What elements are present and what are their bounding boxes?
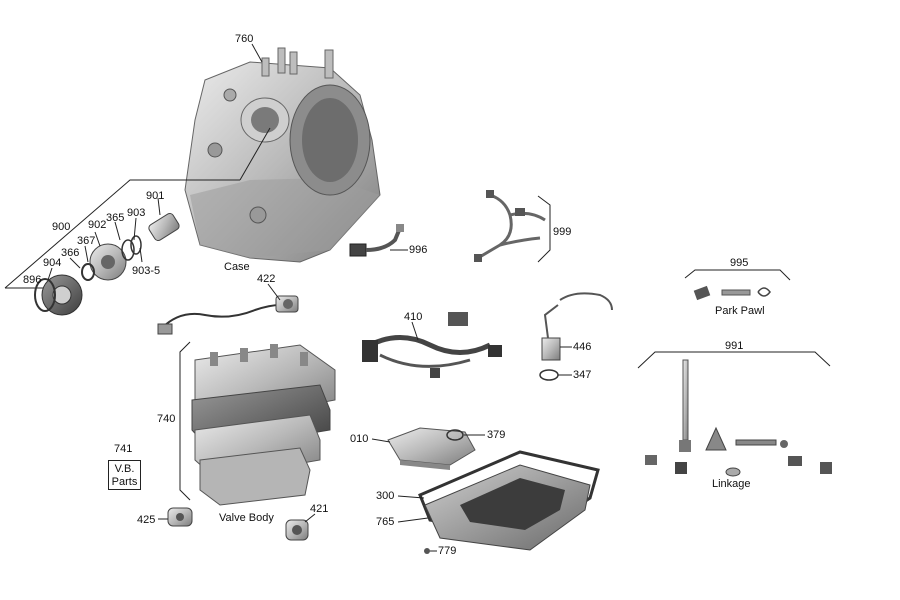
label-366: 366 — [61, 247, 80, 259]
label-999: 999 — [553, 226, 572, 238]
leader-904 — [47, 267, 53, 281]
label-740: 740 — [157, 413, 176, 425]
seal-379 — [446, 429, 464, 441]
label-996: 996 — [409, 244, 428, 256]
label-760: 760 — [235, 33, 254, 45]
snap-ring-904 — [34, 278, 56, 312]
vb-parts-box: V.B. Parts — [108, 460, 141, 490]
label-park-pawl: Park Pawl — [715, 305, 765, 317]
label-347: 347 — [573, 369, 592, 381]
label-379: 379 — [487, 429, 506, 441]
label-422: 422 — [257, 273, 276, 285]
label-995: 995 — [730, 257, 749, 269]
pressure-sensor-446 — [541, 292, 613, 361]
label-896: 896 — [23, 274, 42, 286]
label-779: 779 — [438, 545, 457, 557]
leader-760 — [251, 43, 263, 63]
bracket-740 — [179, 341, 191, 501]
solenoid-421 — [285, 519, 309, 541]
clutch-drum-896 — [41, 274, 83, 316]
label-425: 425 — [137, 514, 156, 526]
label-902: 902 — [88, 219, 107, 231]
label-741: 741 — [114, 443, 133, 455]
speed-sensor-422 — [157, 295, 299, 335]
gasket-300 — [418, 450, 600, 540]
oil-pan-765 — [424, 464, 591, 551]
label-410: 410 — [404, 311, 423, 323]
leader-903 — [133, 217, 137, 241]
valve-body-740 — [191, 344, 336, 506]
leader-902 — [94, 231, 101, 247]
seal-rings — [81, 235, 142, 281]
solenoid-425 — [167, 507, 193, 527]
leader-010 — [371, 438, 391, 443]
clutch-hub-902 — [89, 243, 127, 281]
vb-parts-line-1: V.B. — [114, 463, 135, 475]
leader-903-5 — [139, 247, 143, 263]
solenoid-connector-996 — [349, 224, 404, 257]
label-421: 421 — [310, 503, 329, 515]
label-765: 765 — [376, 516, 395, 528]
drain-plug-779 — [424, 548, 430, 554]
label-linkage: Linkage — [712, 478, 751, 490]
bracket-991 — [637, 351, 831, 369]
leader-765 — [397, 517, 429, 523]
bracket-995 — [684, 269, 791, 281]
label-valve-body: Valve Body — [219, 512, 274, 524]
leader-421 — [304, 513, 316, 523]
label-367: 367 — [77, 235, 96, 247]
label-903-5: 903-5 — [132, 265, 161, 277]
label-991: 991 — [725, 340, 744, 352]
o-ring-347 — [539, 369, 559, 381]
leader-367 — [84, 245, 89, 263]
label-903: 903 — [127, 207, 146, 219]
transmission-case — [184, 47, 381, 263]
park-pawl-parts — [693, 285, 771, 301]
linkage-parts — [645, 359, 832, 477]
label-446: 446 — [573, 341, 592, 353]
label-365: 365 — [106, 212, 125, 224]
filter-010 — [387, 427, 476, 470]
leader-422 — [267, 283, 281, 301]
leader-300 — [397, 495, 425, 499]
leader-901 — [157, 197, 161, 216]
leader-365 — [114, 221, 121, 241]
leader-410 — [411, 321, 419, 341]
wiring-harness-999 — [474, 190, 546, 262]
spring-901 — [148, 212, 180, 242]
label-case: Case — [224, 261, 250, 273]
label-901: 901 — [146, 190, 165, 202]
label-900: 900 — [52, 221, 71, 233]
label-300: 300 — [376, 490, 395, 502]
internal-harness-410 — [362, 312, 502, 378]
bracket-999 — [537, 195, 551, 263]
label-904: 904 — [43, 257, 62, 269]
leader-366 — [69, 257, 81, 269]
vb-parts-line-2: Parts — [111, 476, 138, 488]
label-010: 010 — [350, 433, 369, 445]
